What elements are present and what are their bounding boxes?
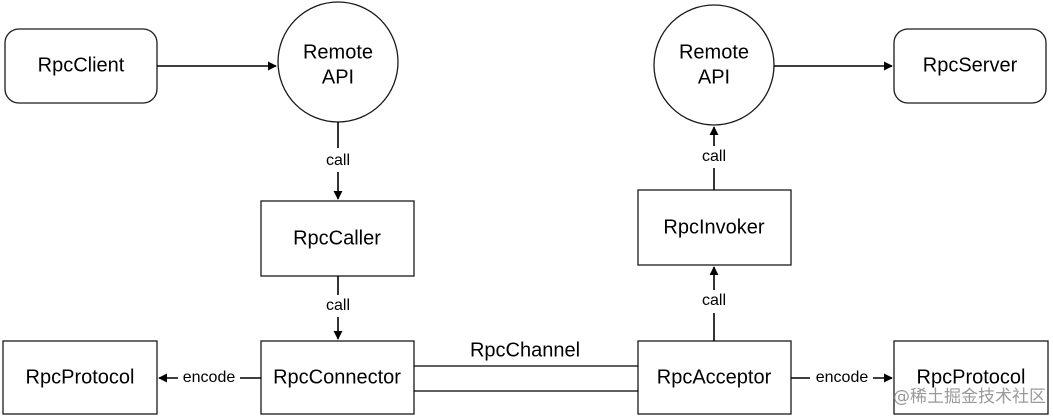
encode-label-left: encode [183, 369, 236, 386]
rpc-client-node: RpcClient [4, 28, 158, 104]
rpc-protocol-right-label: RpcProtocol [917, 366, 1026, 388]
rpc-caller-label: RpcCaller [293, 227, 381, 249]
rpc-server-node: RpcServer [893, 28, 1047, 104]
rpc-invoker-node: RpcInvoker [637, 189, 792, 266]
rpc-protocol-left-label: RpcProtocol [26, 366, 135, 388]
rpc-caller-node: RpcCaller [260, 200, 415, 277]
rpc-invoker-label: RpcInvoker [663, 216, 764, 238]
call-label-3: call [702, 148, 726, 165]
encode-label-right: encode [816, 369, 869, 386]
remote-api-right-node: Remote API [653, 4, 775, 126]
remote-api-right-line1: Remote [679, 41, 749, 63]
rpc-server-label: RpcServer [923, 54, 1018, 76]
call-label-1: call [326, 152, 350, 169]
remote-api-right-line2: API [698, 66, 730, 88]
rpc-protocol-left-node: RpcProtocol [2, 340, 158, 415]
rpc-protocol-right-node: RpcProtocol [893, 340, 1049, 415]
remote-api-left-node: Remote API [277, 1, 399, 123]
rpc-connector-node: RpcConnector [260, 340, 415, 415]
watermark: @稀土掘金技术社区 [893, 387, 1046, 407]
rpc-acceptor-label: RpcAcceptor [657, 366, 772, 388]
rpc-channel: RpcChannel [414, 339, 638, 392]
remote-api-left-line2: API [322, 66, 354, 88]
rpc-acceptor-node: RpcAcceptor [637, 340, 792, 415]
rpc-client-label: RpcClient [38, 54, 125, 76]
remote-api-left-line1: Remote [303, 41, 373, 63]
call-label-2: call [326, 297, 350, 314]
call-label-4: call [702, 292, 726, 309]
rpc-connector-label: RpcConnector [273, 366, 401, 388]
rpc-channel-label: RpcChannel [470, 339, 580, 361]
